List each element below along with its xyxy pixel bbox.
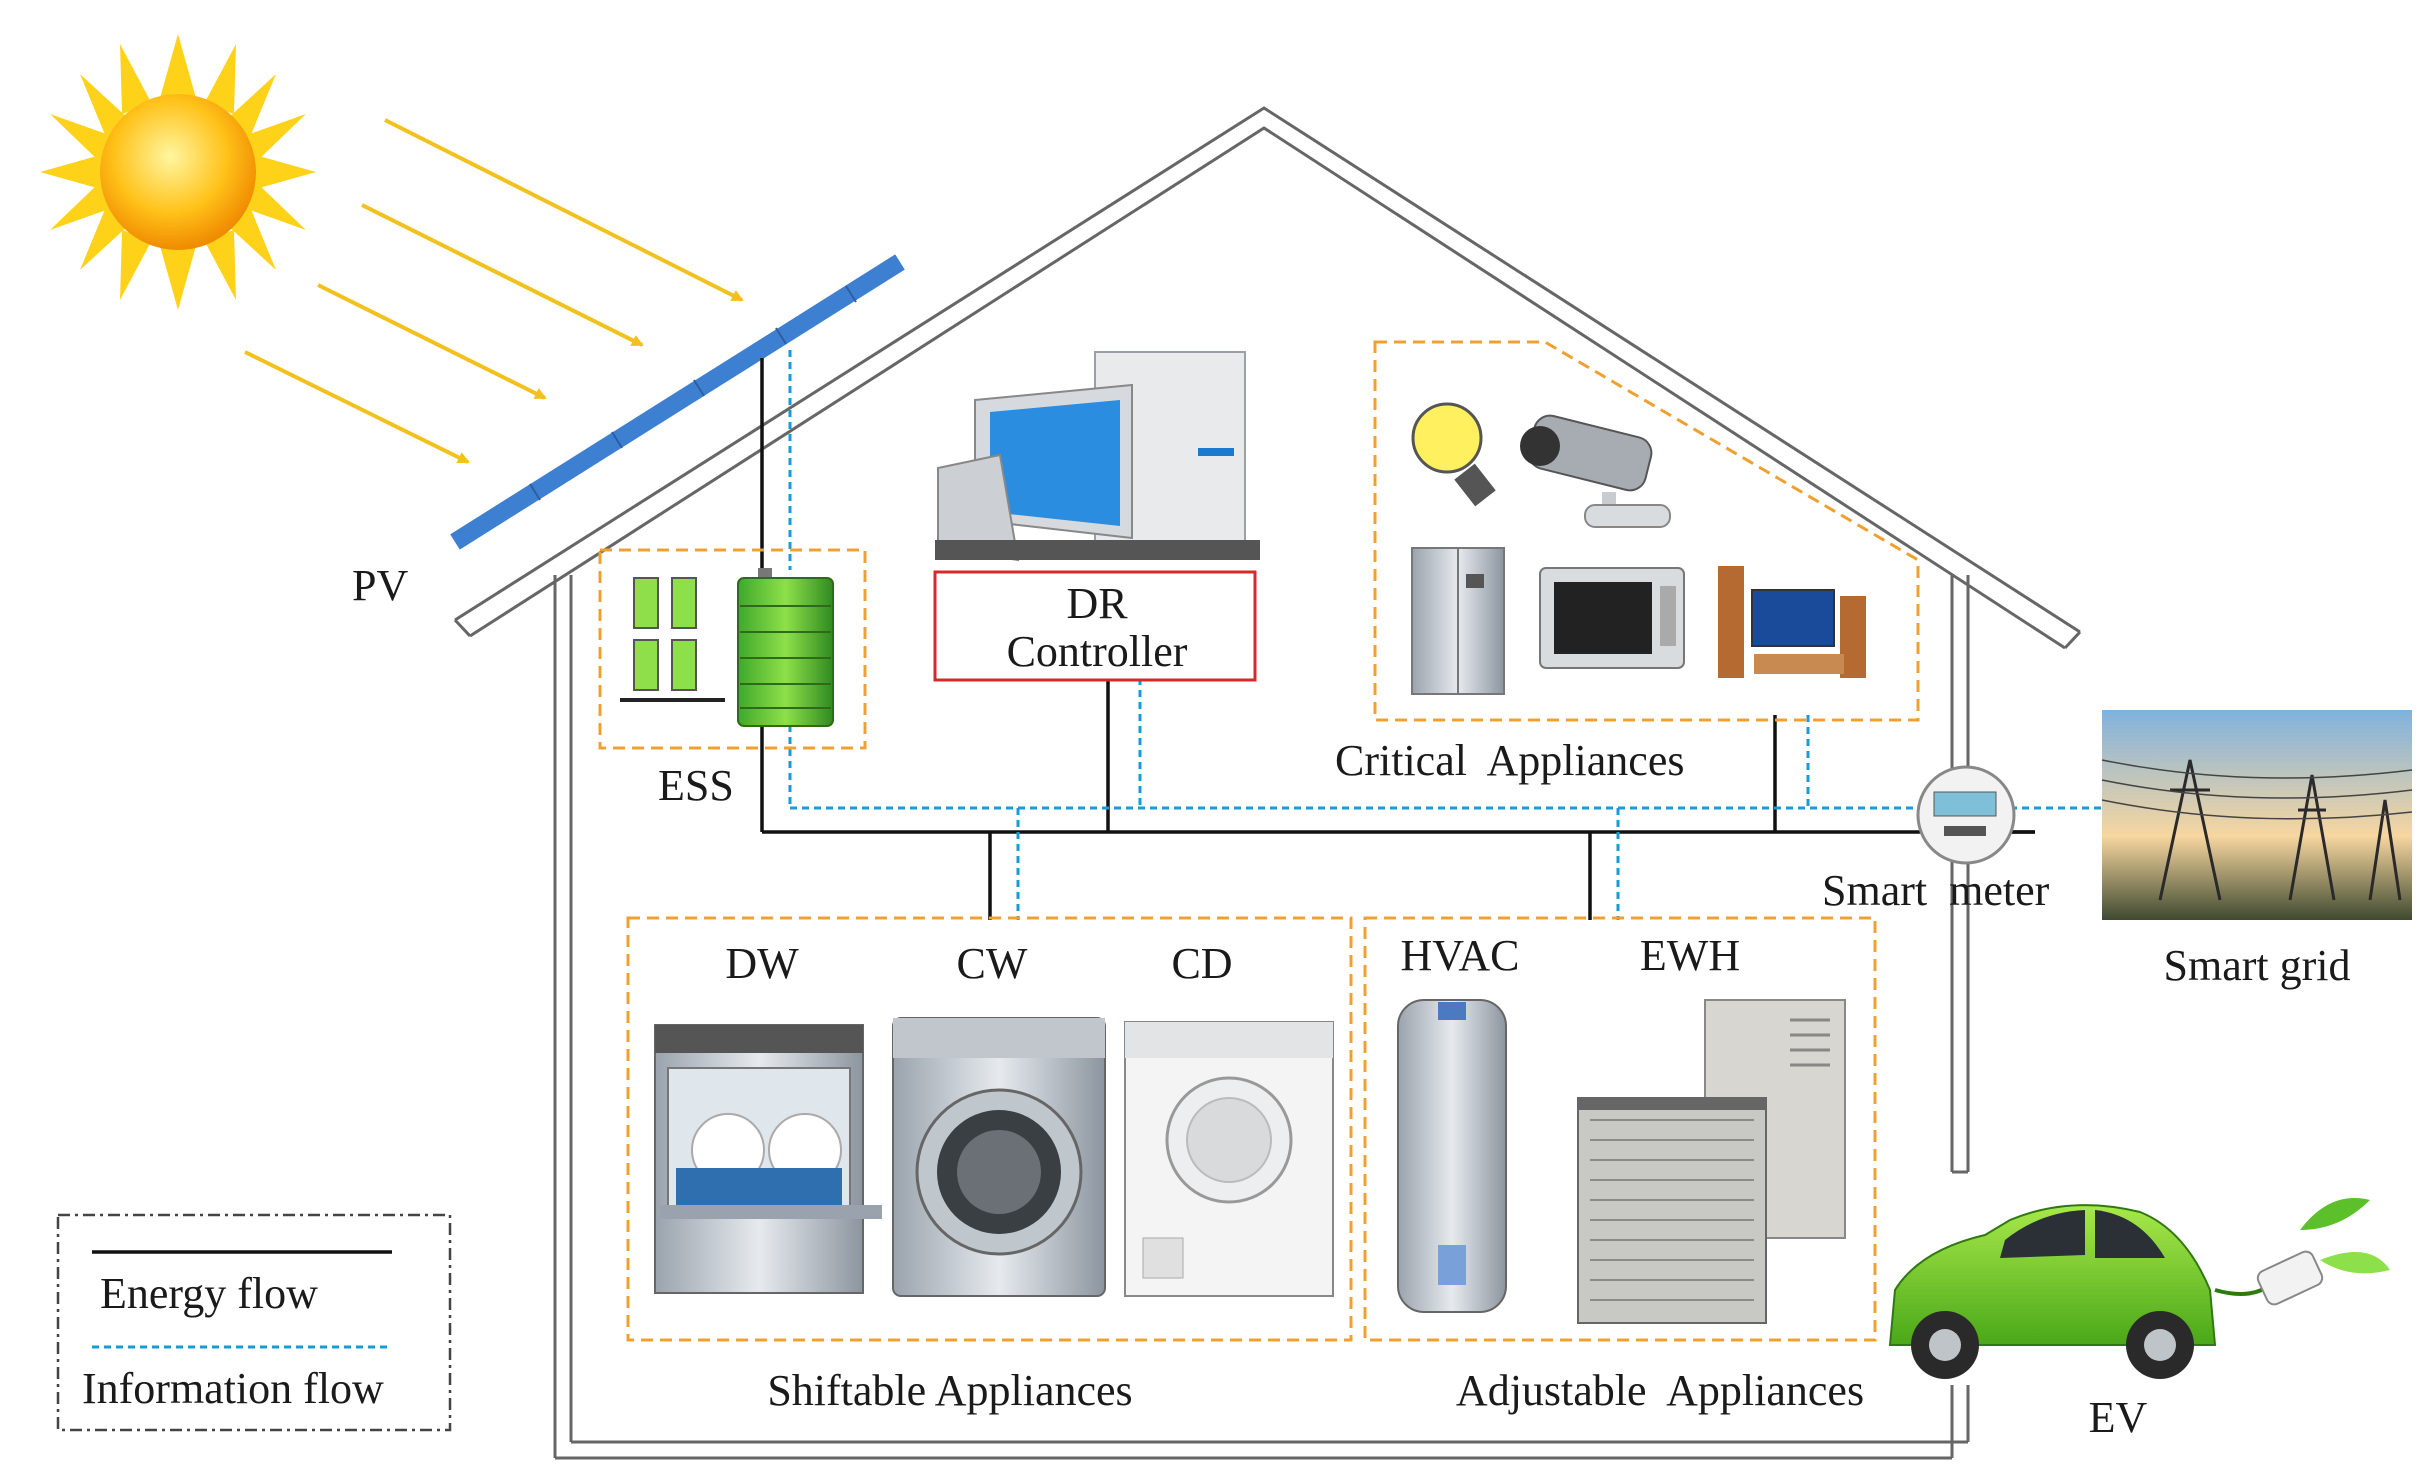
critical-appliances-label: Critical Appliances <box>1335 736 1684 785</box>
home-theater-icon <box>1718 566 1866 678</box>
light-bulb-icon <box>1411 402 1496 507</box>
power-grid-image <box>2101 710 2413 920</box>
plug-icon <box>2214 1198 2390 1306</box>
ev-label: EV <box>2089 1393 2148 1442</box>
dw-label: DW <box>725 939 799 988</box>
microwave-icon <box>1539 567 1685 669</box>
legend-energy-label: Energy flow <box>100 1269 318 1318</box>
computer-icon <box>935 351 1260 562</box>
smart-meter-icon <box>1916 765 2016 865</box>
battery-cells-icon <box>620 577 725 702</box>
smart-grid-label: Smart grid <box>2164 941 2351 990</box>
shiftable-group-box <box>626 916 1353 1342</box>
information-lines <box>788 350 2110 920</box>
smart-meter-label: Smart meter <box>1822 866 2050 915</box>
hvac-label: HVAC <box>1400 931 1519 980</box>
pv-label: PV <box>352 561 408 610</box>
adjustable-appliances-label: Adjustable Appliances <box>1456 1366 1864 1415</box>
refrigerator-icon <box>1411 547 1505 695</box>
shiftable-appliances-label: Shiftable Appliances <box>767 1366 1132 1415</box>
legend-information-label: Information flow <box>82 1364 384 1413</box>
water-heater-icon <box>1397 999 1507 1313</box>
ewh-label: EWH <box>1640 931 1740 980</box>
security-camera-icon <box>1520 414 1671 528</box>
ess-group-box <box>598 548 867 750</box>
sun-rays <box>244 118 744 464</box>
pv-panel <box>450 254 905 550</box>
dr-controller-label-line2: Controller <box>1007 627 1188 676</box>
dr-controller-label-line1: DR <box>1066 579 1128 628</box>
cd-label: CD <box>1171 939 1232 988</box>
legend: Energy flow Information flow <box>56 1213 452 1432</box>
dr-controller-box <box>933 570 1257 682</box>
ess-label: ESS <box>658 761 734 810</box>
battery-icon <box>737 568 834 727</box>
electric-car-icon <box>1888 1204 2217 1379</box>
sun-icon <box>40 34 316 310</box>
clothes-dryer-icon <box>1124 1021 1334 1297</box>
adjustable-group-box <box>1363 916 1877 1342</box>
cw-label: CW <box>957 939 1028 988</box>
air-conditioner-icon <box>1577 1097 1767 1324</box>
dishwasher-icon <box>654 1024 882 1294</box>
clothes-washer-icon <box>892 1017 1106 1297</box>
legend-box <box>56 1213 452 1432</box>
critical-group-box <box>1373 340 1920 722</box>
house-outline <box>453 106 2082 1460</box>
